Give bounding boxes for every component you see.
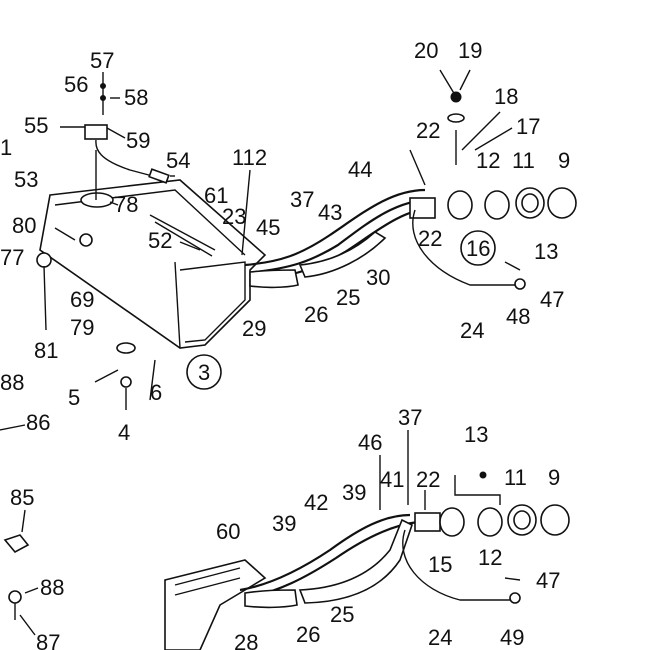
part-label: 1 — [0, 135, 12, 160]
part-label: 88 — [0, 370, 24, 395]
leader-lines-upper — [0, 69, 513, 431]
part-label: 20 — [414, 38, 438, 63]
part-label: 78 — [114, 192, 138, 217]
part-label: 29 — [242, 316, 266, 341]
fuel-gauge-sender — [84, 83, 170, 200]
part-label: 43 — [318, 200, 342, 225]
part-labels-lower: 85 88 87 60 39 42 39 46 37 41 22 13 11 9… — [10, 405, 560, 650]
part-label: 86 — [26, 410, 50, 435]
callout-circle-3 — [186, 354, 222, 390]
part-label: 26 — [304, 302, 328, 327]
callout-circle-16 — [460, 230, 496, 266]
part-label: 25 — [330, 602, 354, 627]
part-labels-upper: 57 56 58 55 59 54 112 53 61 78 23 80 52 … — [0, 38, 570, 445]
part-label: 19 — [458, 38, 482, 63]
lower-tank-section — [164, 559, 267, 650]
part-label: 39 — [342, 480, 366, 505]
part-label: 23 — [222, 204, 246, 229]
part-label: 26 — [296, 622, 320, 647]
part-label: 60 — [216, 519, 240, 544]
part-label: 13 — [464, 422, 488, 447]
part-label: 28 — [234, 630, 258, 650]
callout-label: 16 — [466, 236, 490, 261]
part-label: 4 — [118, 420, 130, 445]
part-label: 53 — [14, 167, 38, 192]
part-label: 24 — [428, 625, 452, 650]
part-label: 18 — [494, 84, 518, 109]
part-label: 22 — [416, 467, 440, 492]
part-label: 52 — [148, 228, 172, 253]
callout-label: 3 — [198, 360, 210, 385]
part-label: 39 — [272, 511, 296, 536]
part-label: 6 — [150, 380, 162, 405]
part-label: 9 — [558, 148, 570, 173]
part-label: 61 — [204, 183, 228, 208]
part-label: 11 — [504, 465, 527, 490]
part-label: 17 — [516, 114, 540, 139]
part-label: 41 — [380, 467, 404, 492]
part-label: 9 — [548, 465, 560, 490]
filler-neck-hoses-lower — [239, 513, 419, 609]
filler-cap-lower — [402, 471, 570, 604]
part-label: 77 — [0, 245, 24, 270]
part-label: 46 — [358, 430, 382, 455]
part-label: 5 — [68, 385, 80, 410]
part-label: 85 — [10, 485, 34, 510]
part-label: 59 — [126, 128, 150, 153]
part-label: 22 — [416, 118, 440, 143]
fuel-tank — [39, 179, 267, 349]
part-label: 30 — [366, 265, 390, 290]
part-label: 57 — [90, 48, 114, 73]
part-label: 55 — [24, 113, 48, 138]
filler-neck-hoses-upper — [244, 188, 433, 289]
part-label: 45 — [256, 215, 280, 240]
part-label: 44 — [348, 157, 372, 182]
part-label: 56 — [64, 72, 88, 97]
part-label: 48 — [506, 304, 530, 329]
part-label: 88 — [40, 575, 64, 600]
part-label: 79 — [70, 315, 94, 340]
lower-left-parts — [3, 534, 36, 636]
part-label: 69 — [70, 287, 94, 312]
bracket-parts — [36, 233, 136, 410]
part-label: 11 — [512, 148, 535, 173]
part-label: 81 — [34, 338, 58, 363]
part-label: 13 — [534, 239, 558, 264]
part-label: 47 — [540, 287, 564, 312]
part-label: 25 — [336, 285, 360, 310]
part-label: 49 — [500, 625, 524, 650]
part-label: 37 — [398, 405, 422, 430]
part-label: 22 — [418, 226, 442, 251]
part-label: 47 — [536, 568, 560, 593]
part-label: 54 — [166, 148, 190, 173]
part-label: 58 — [124, 85, 148, 110]
part-label: 15 — [428, 552, 452, 577]
part-label: 87 — [36, 630, 60, 650]
part-label: 80 — [12, 213, 36, 238]
filler-cap-upper — [409, 91, 577, 290]
part-label: 24 — [460, 318, 484, 343]
part-label: 12 — [478, 545, 502, 570]
part-label: 37 — [290, 187, 314, 212]
part-label: 112 — [232, 145, 267, 170]
part-label: 42 — [304, 490, 328, 515]
leader-lines-lower — [21, 430, 521, 594]
part-label: 12 — [476, 148, 500, 173]
